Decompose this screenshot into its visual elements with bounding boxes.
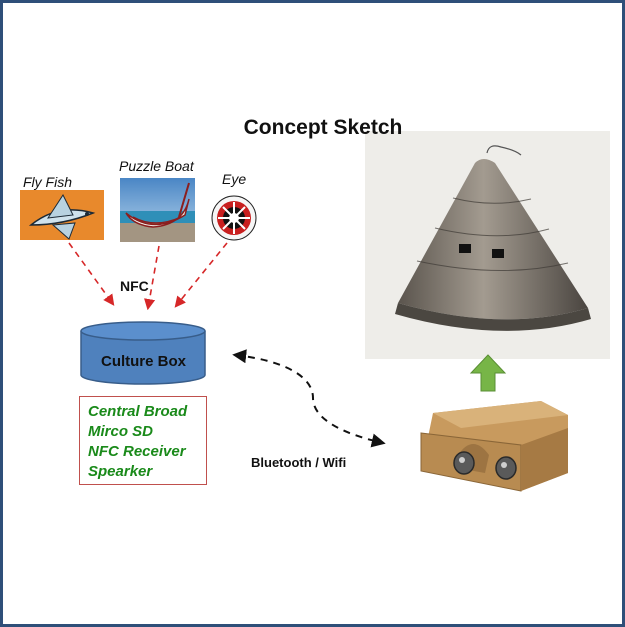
culture-box-drum: [80, 321, 206, 385]
bluetooth-wifi-label: Bluetooth / Wifi: [251, 455, 347, 470]
metal-cone-hat-image: [365, 131, 610, 359]
fly-fish-label: Fly Fish: [23, 174, 72, 190]
nfc-label: NFC: [120, 278, 149, 294]
eye-label: Eye: [222, 171, 247, 187]
component-item: Central Broad: [88, 403, 188, 420]
cardboard-vr-viewer-image: [420, 401, 568, 492]
fly-fish-to-box-arrow: [68, 242, 115, 306]
puzzle-boat-label: Puzzle Boat: [119, 158, 194, 174]
component-item: Mirco SD: [88, 423, 154, 440]
component-item: NFC Receiver: [88, 443, 186, 460]
diagram-title: Concept Sketch: [243, 116, 403, 139]
eye-to-box-arrow: [174, 242, 228, 308]
component-item: Spearker: [88, 463, 153, 480]
up-arrow: [469, 354, 507, 392]
puzzle-boat-image: [120, 178, 195, 242]
fly-fish-image: [20, 190, 104, 240]
culture-box-components-list: Central Broad Mirco SD NFC Receiver Spea…: [79, 396, 207, 485]
eye-symbol-image: [211, 195, 257, 241]
diagram-canvas: [20, 131, 610, 492]
culture-box-label: Culture Box: [100, 353, 186, 370]
puzzle-boat-to-box-arrow: [144, 245, 160, 311]
wireless-link-arrow: [232, 349, 386, 448]
